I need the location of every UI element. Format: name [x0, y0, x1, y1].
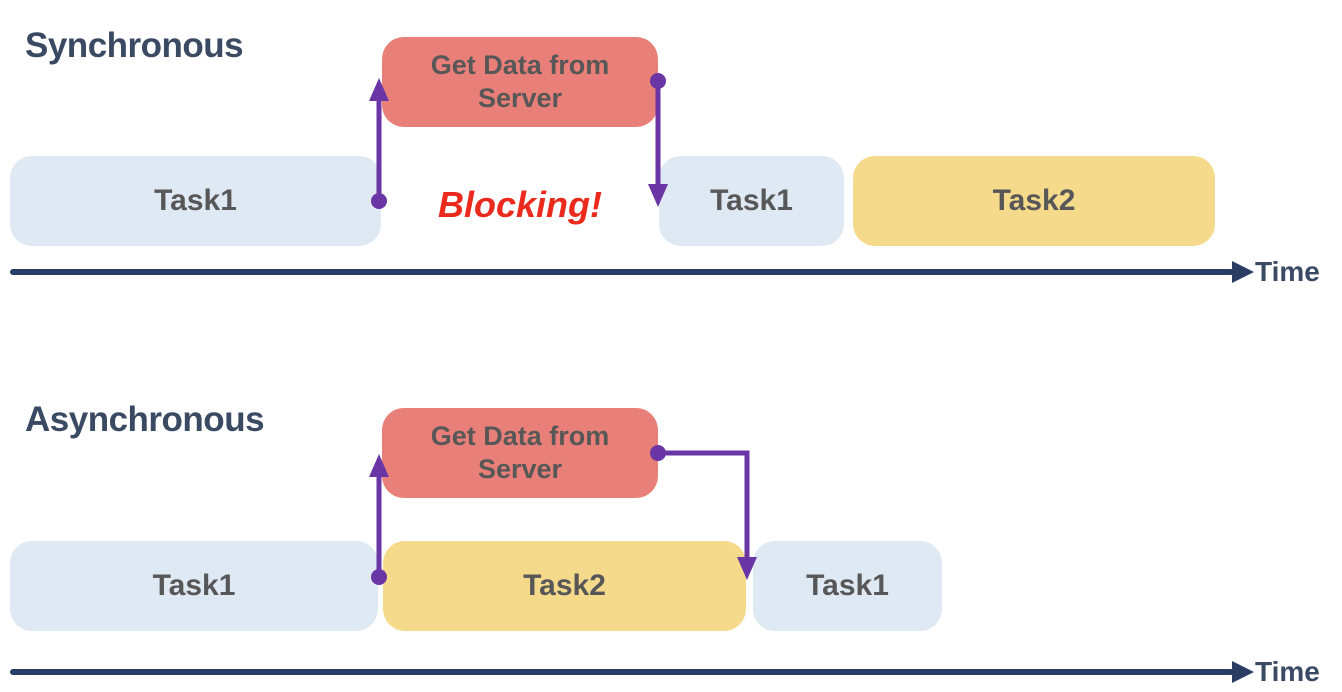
async-task1-resumed-box: Task1	[753, 541, 942, 631]
sync-section-title: Synchronous	[25, 26, 244, 65]
async-task1-box: Task1	[10, 541, 378, 631]
async-server-call-label: Get Data from Server	[430, 421, 610, 484]
async-task2-box: Task2	[383, 541, 746, 631]
sync-task1-resumed-box: Task1	[659, 156, 844, 246]
sync-task1-box: Task1	[10, 156, 381, 246]
sync-task2-label: Task2	[992, 184, 1076, 217]
async-time-axis-label: Time	[1255, 656, 1320, 687]
sync-time-axis	[10, 269, 1234, 275]
async-task2-label: Task2	[523, 569, 606, 602]
async-section-title: Asynchronous	[25, 400, 265, 439]
sync-task1-label: Task1	[154, 184, 237, 217]
sync-time-axis-arrow-icon	[1232, 261, 1254, 283]
async-task1-label: Task1	[152, 569, 236, 602]
sync-server-call-label: Get Data from Server	[430, 50, 610, 113]
sync-blocking-label: Blocking!	[437, 184, 602, 225]
sync-server-call-box: Get Data from Server	[382, 37, 658, 127]
async-server-call-box: Get Data from Server	[382, 408, 658, 498]
sync-task1-resumed-label: Task1	[710, 184, 793, 217]
async-time-axis	[10, 669, 1234, 675]
async-task1-resumed-label: Task1	[806, 569, 889, 602]
async-time-axis-arrow-icon	[1232, 661, 1254, 683]
sync-task2-box: Task2	[853, 156, 1215, 246]
sync-time-axis-label: Time	[1255, 256, 1320, 287]
